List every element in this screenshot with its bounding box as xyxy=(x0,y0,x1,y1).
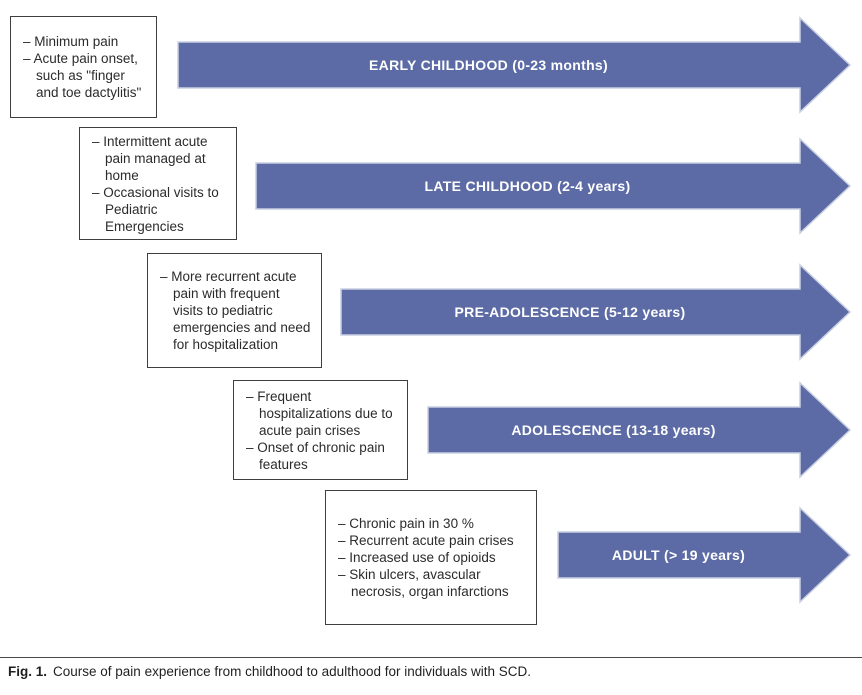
note-item: – Chronic pain in 30 % xyxy=(338,516,474,531)
right-arrow-shape xyxy=(340,263,852,361)
note-item: – More recurrent acute pain with frequen… xyxy=(160,269,311,352)
figure-caption-label: Fig. 1. xyxy=(8,664,48,679)
stage-arrow-early-childhood: EARLY CHILDHOOD (0-23 months) xyxy=(177,16,852,114)
note-item: – Increased use of opioids xyxy=(338,550,496,565)
stage-label: PRE-ADOLESCENCE (5-12 years) xyxy=(454,304,686,320)
stage-arrow-adolescence: ADOLESCENCE (13-18 years) xyxy=(427,381,852,479)
stage-label: ADOLESCENCE (13-18 years) xyxy=(511,422,716,438)
note-box-pre-adolescence: – More recurrent acute pain with frequen… xyxy=(147,253,322,368)
note-box-early-childhood: – Minimum pain – Acute pain onset, such … xyxy=(10,16,157,118)
note-box-adult: – Chronic pain in 30 % – Recurrent acute… xyxy=(325,490,537,625)
note-box-late-childhood: – Intermittent acute pain managed at hom… xyxy=(79,127,237,240)
figure-caption: Fig. 1. Course of pain experience from ch… xyxy=(8,664,531,679)
note-item: – Minimum pain xyxy=(23,34,119,49)
note-item: – Recurrent acute pain crises xyxy=(338,533,514,548)
note-box-adolescence: – Frequent hospitalizations due to acute… xyxy=(233,380,408,480)
note-item: – Skin ulcers, avascular necrosis, organ… xyxy=(338,567,509,599)
stage-label: EARLY CHILDHOOD (0-23 months) xyxy=(369,57,608,73)
note-item: – Onset of chronic pain features xyxy=(246,439,385,472)
right-arrow-shape xyxy=(255,137,852,235)
figure-caption-text: Course of pain experience from childhood… xyxy=(53,664,532,679)
right-arrow-shape xyxy=(177,16,852,114)
note-item: – Frequent hospitalizations due to acute… xyxy=(246,388,393,438)
caption-divider xyxy=(0,657,862,658)
right-arrow-shape xyxy=(427,381,852,479)
stage-label: LATE CHILDHOOD (2-4 years) xyxy=(424,178,631,194)
note-item: – Acute pain onset, such as "finger and … xyxy=(23,51,142,100)
stage-arrow-adult: ADULT (> 19 years) xyxy=(557,506,852,604)
stage-arrow-pre-adolescence: PRE-ADOLESCENCE (5-12 years) xyxy=(340,263,852,361)
note-item: – Intermittent acute pain managed at hom… xyxy=(92,133,208,183)
right-arrow-shape xyxy=(557,506,852,604)
stage-label: ADULT (> 19 years) xyxy=(611,547,746,563)
stage-arrow-late-childhood: LATE CHILDHOOD (2-4 years) xyxy=(255,137,852,235)
note-item: – Occasional visits to Pediatric Emergen… xyxy=(92,184,219,234)
